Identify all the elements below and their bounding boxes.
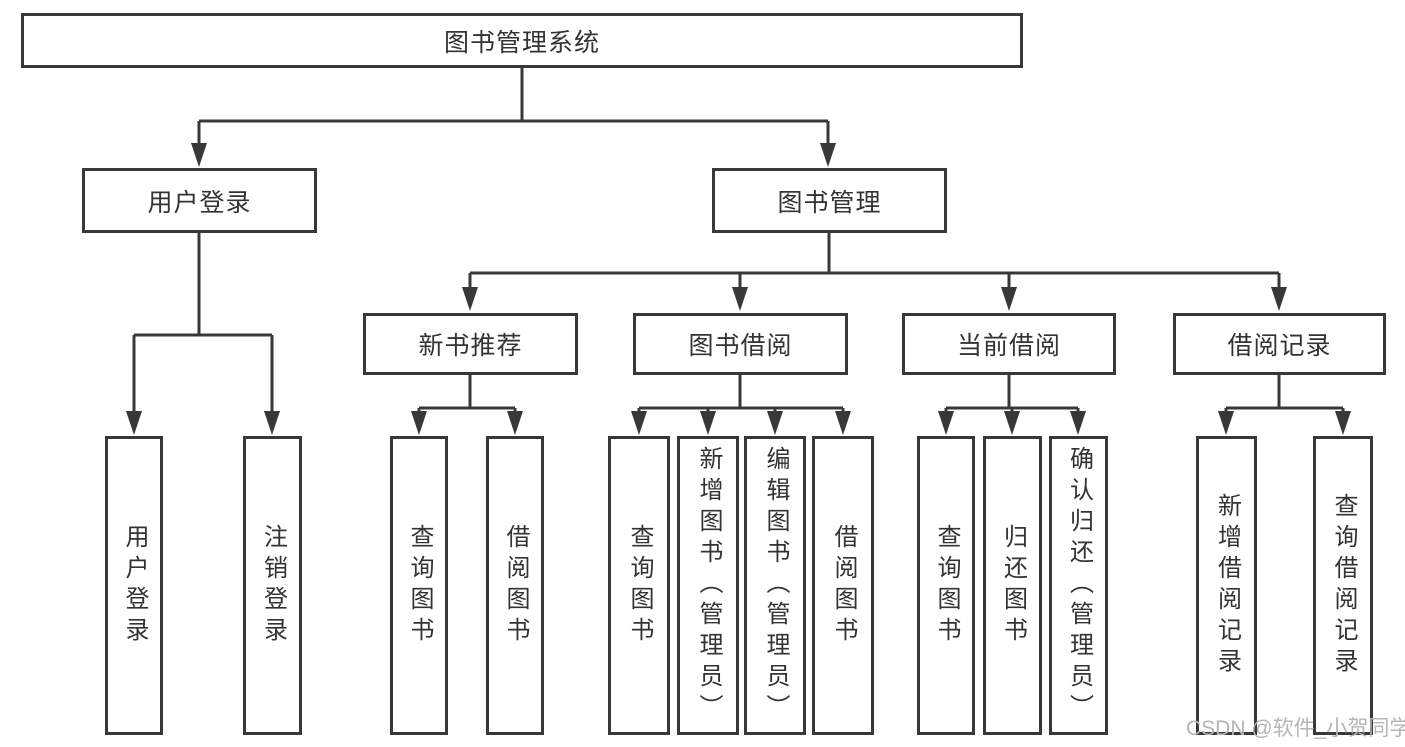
node-book-borrow-label: 图书借阅 (688, 332, 793, 360)
leaf-edit-book-admin: 编辑图书（管理员） (744, 436, 806, 735)
node-book-borrow: 图书借阅 (633, 313, 848, 375)
node-book-management-label: 图书管理 (777, 188, 882, 217)
arrow-icon (938, 411, 954, 435)
arrow-icon (1335, 411, 1351, 435)
leaf-borrow-book-recommend-label: 借阅图书 (502, 523, 529, 648)
arrow-icon (1070, 411, 1086, 435)
node-user-login: 用户登录 (82, 168, 317, 233)
leaf-query-borrow-record: 查询借阅记录 (1313, 436, 1373, 735)
arrow-icon (835, 411, 851, 435)
node-book-management: 图书管理 (712, 168, 947, 233)
arrow-icon (820, 143, 836, 167)
arrow-icon (191, 143, 207, 167)
node-current-borrow-label: 当前借阅 (956, 332, 1061, 360)
node-borrow-record-label: 借阅记录 (1227, 332, 1332, 360)
leaf-confirm-return-admin-label: 确认归还（管理员） (1065, 446, 1093, 725)
leaf-logout: 注销登录 (243, 436, 302, 735)
leaf-user-login-label: 用户登录 (121, 523, 148, 648)
leaf-query-book-borrow: 查询图书 (608, 436, 670, 735)
arrow-icon (767, 411, 783, 435)
arrow-icon (264, 411, 280, 435)
leaf-return-book-label: 归还图书 (999, 523, 1027, 648)
leaf-query-book-recommend: 查询图书 (390, 436, 448, 735)
leaf-add-borrow-record-label: 新增借阅记录 (1213, 492, 1241, 679)
arrow-icon (411, 411, 427, 435)
node-borrow-record: 借阅记录 (1173, 313, 1386, 375)
arrow-icon (631, 411, 647, 435)
arrow-icon (1271, 287, 1287, 311)
leaf-query-book-recommend-label: 查询图书 (406, 523, 433, 648)
node-root: 图书管理系统 (21, 13, 1023, 68)
arrow-icon (1004, 411, 1020, 435)
leaf-borrow-book-label: 借阅图书 (830, 523, 857, 648)
node-new-book-recommend: 新书推荐 (363, 313, 578, 375)
arrow-icon (462, 287, 478, 311)
leaf-user-login: 用户登录 (105, 436, 163, 735)
leaf-query-book-borrow-label: 查询图书 (626, 523, 653, 648)
leaf-edit-book-admin-label: 编辑图书（管理员） (762, 446, 789, 725)
arrow-icon (507, 411, 523, 435)
leaf-query-borrow-record-label: 查询借阅记录 (1330, 492, 1357, 679)
leaf-query-book-current: 查询图书 (917, 436, 975, 735)
leaf-borrow-book-recommend: 借阅图书 (486, 436, 544, 735)
leaf-logout-label: 注销登录 (259, 523, 287, 648)
leaf-borrow-book: 借阅图书 (812, 436, 874, 735)
arrow-icon (732, 287, 748, 311)
node-new-book-recommend-label: 新书推荐 (418, 332, 523, 360)
arrow-icon (1001, 287, 1017, 311)
leaf-return-book: 归还图书 (983, 436, 1042, 735)
leaf-add-borrow-record: 新增借阅记录 (1196, 436, 1257, 735)
arrow-icon (126, 411, 142, 435)
arrow-icon (700, 411, 716, 435)
leaf-add-book-admin: 新增图书（管理员） (677, 436, 739, 735)
node-root-label: 图书管理系统 (443, 28, 600, 57)
node-current-borrow: 当前借阅 (902, 313, 1116, 375)
arrow-icon (1218, 411, 1234, 435)
leaf-add-book-admin-label: 新增图书（管理员） (695, 446, 722, 725)
leaf-confirm-return-admin: 确认归还（管理员） (1049, 436, 1108, 735)
leaf-query-book-current-label: 查询图书 (933, 523, 960, 648)
node-user-login-label: 用户登录 (147, 188, 252, 217)
csdn-watermark: CSDN @软件_小贺同学 (1186, 717, 1405, 740)
